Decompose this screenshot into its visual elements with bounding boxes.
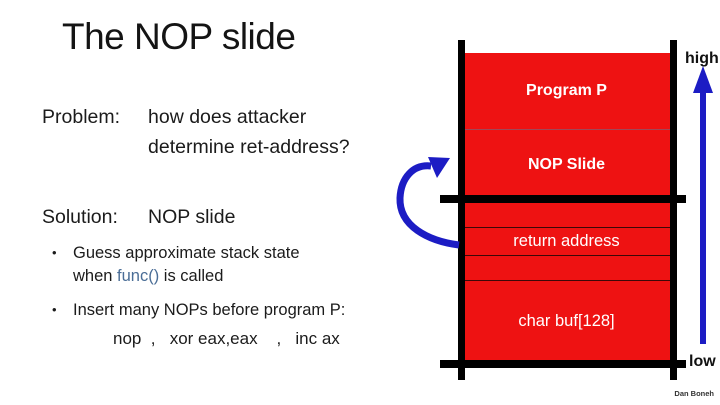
stack-left-border <box>458 40 465 380</box>
stack-diagram: Program P NOP Slide return address char … <box>463 53 670 361</box>
solution-statement: Solution: NOP slide <box>42 202 235 232</box>
bullet2-line-1: Insert many NOPs before program P: <box>73 301 346 319</box>
problem-label: Problem: <box>42 106 121 128</box>
stack-row-spacer-1 <box>463 199 670 227</box>
slide-title: The NOP slide <box>62 16 296 57</box>
bullet-marker: • <box>52 302 57 317</box>
bullet-insert-nops: • Insert many NOPs before program P: <box>52 299 345 322</box>
stack-row-program-p: Program P <box>526 82 607 99</box>
stack-frame-divider-line <box>440 195 686 203</box>
bullet1-rest: is called <box>159 266 224 285</box>
low-address-label: low <box>689 353 716 370</box>
bullet1-line-1: Guess approximate stack state <box>73 244 300 262</box>
bullet1-line-2: when func() is called <box>73 265 300 288</box>
stack-row-return-address: return address <box>463 227 670 255</box>
memory-direction-arrow <box>693 66 713 344</box>
bullet-marker: • <box>52 245 57 260</box>
bullet-guess-stack-state: • Guess approximate stack state when fun… <box>52 242 300 287</box>
stack-right-border <box>670 40 677 380</box>
problem-statement: Problem: how does attacker determine ret… <box>42 102 350 162</box>
solution-label: Solution: <box>42 206 118 228</box>
bullet1-when: when <box>73 266 118 285</box>
solution-text: NOP slide <box>148 206 236 228</box>
problem-line-2: determine ret-address? <box>148 136 350 158</box>
func-call-text: func() <box>117 266 160 285</box>
high-address-label: high <box>685 50 719 67</box>
stack-bottom-line <box>440 360 686 368</box>
stack-row-spacer-2 <box>463 255 670 280</box>
nop-instructions-line: nop , xor eax,eax , inc ax <box>113 329 340 348</box>
problem-line-1: how does attacker <box>148 106 307 128</box>
stack-row-nop-slide: NOP Slide <box>463 129 670 199</box>
stack-row-char-buf: char buf[128] <box>463 280 670 361</box>
problem-text: how does attacker determine ret-address? <box>148 102 350 162</box>
bullet-text: Guess approximate stack state when func(… <box>73 242 300 287</box>
author-credit: Dan Boneh <box>674 389 714 398</box>
